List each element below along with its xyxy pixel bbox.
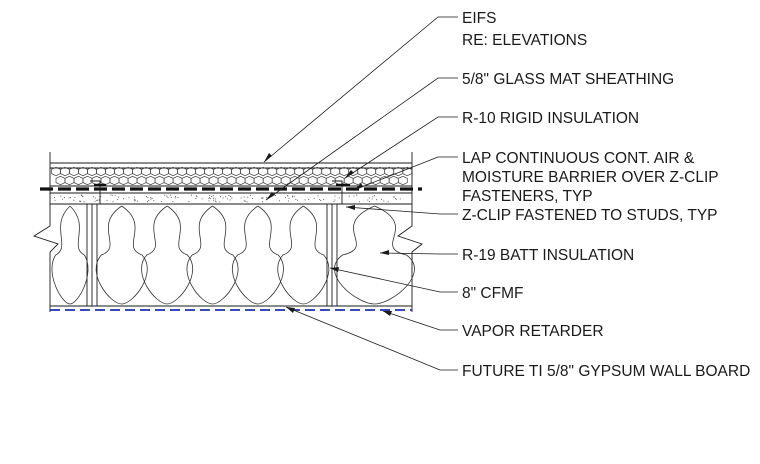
sheathing-stipple [53, 194, 401, 203]
label-glass-mat-sheathing: 5/8" GLASS MAT SHEATHING [462, 71, 674, 88]
label-eifs: EIFS [462, 10, 496, 27]
label-lap-barrier-1: LAP CONTINUOUS CONT. AIR & [462, 150, 695, 167]
glass-mat-sheathing [50, 192, 412, 205]
cfmf-studs [86, 203, 338, 307]
z-clip-right [332, 180, 350, 205]
leader-lines [263, 16, 458, 371]
label-vapor-retarder: VAPOR RETARDER [462, 323, 604, 340]
label-gypsum-board: FUTURE TI 5/8" GYPSUM WALL BOARD [462, 363, 750, 380]
rigid-insulation-hatch [51, 166, 413, 186]
label-cfmf: 8" CFMF [462, 285, 523, 302]
z-clip-left [90, 180, 106, 205]
batt-insulation [51, 205, 415, 305]
annotation-notes: EIFS RE: ELEVATIONS 5/8" GLASS MAT SHEAT… [462, 10, 750, 380]
wall-assembly [32, 152, 423, 312]
label-lap-barrier-3: FASTENERS, TYP [462, 188, 593, 205]
label-lap-barrier-2: MOISTURE BARRIER OVER Z-CLIP [462, 169, 719, 186]
rigid-insulation-layer [50, 162, 413, 187]
label-batt-insulation: R-19 BATT INSULATION [462, 247, 634, 264]
wall-edges [32, 152, 423, 312]
label-eifs-ref: RE: ELEVATIONS [462, 32, 587, 49]
label-z-clip: Z-CLIP FASTENED TO STUDS, TYP [462, 207, 718, 224]
label-rigid-insulation: R-10 RIGID INSULATION [462, 110, 639, 127]
